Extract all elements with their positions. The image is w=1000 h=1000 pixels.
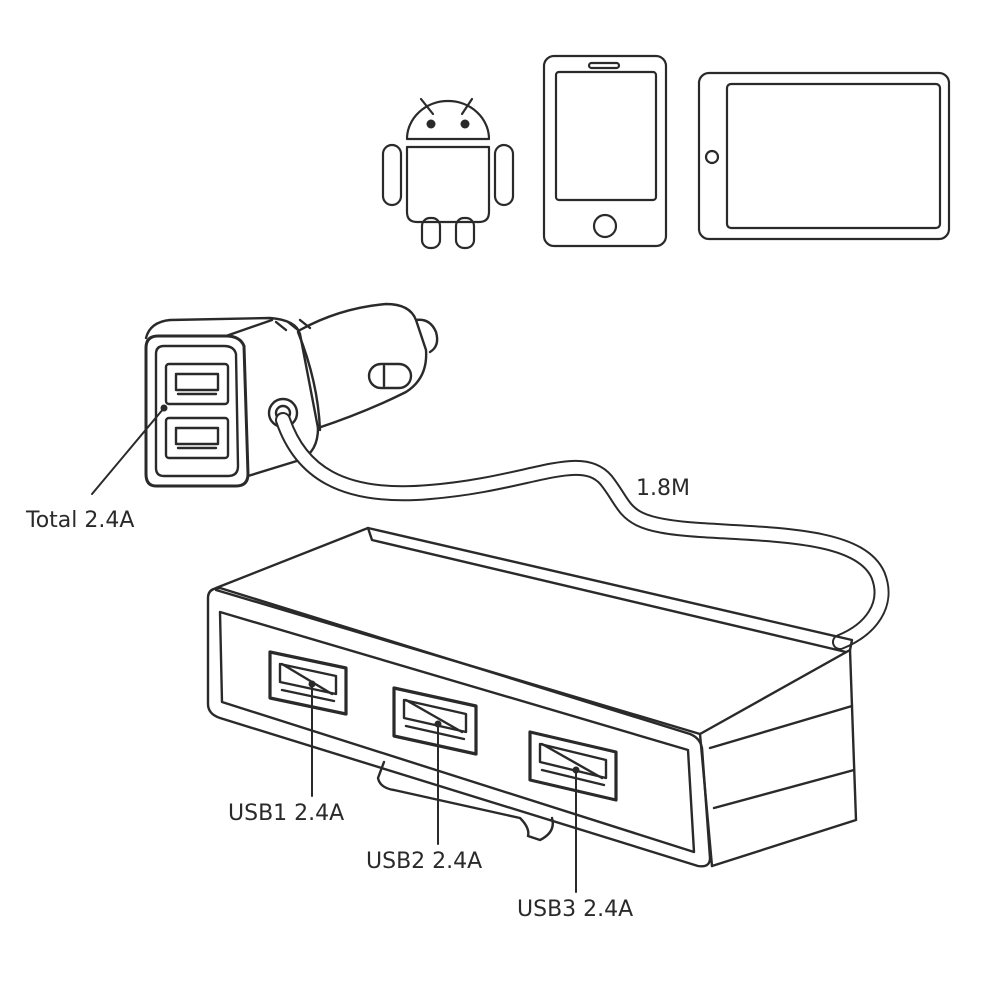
usb3-label: USB3 2.4A bbox=[517, 897, 634, 922]
smartphone-icon bbox=[542, 54, 668, 248]
usb2-port bbox=[392, 686, 478, 756]
usb3-port bbox=[528, 730, 618, 802]
tablet-icon bbox=[697, 71, 951, 241]
usb2-label: USB2 2.4A bbox=[366, 849, 483, 874]
leader-total bbox=[91, 407, 165, 495]
cable bbox=[275, 412, 890, 650]
car-charger-plug bbox=[144, 302, 439, 488]
leader-lines bbox=[91, 404, 580, 893]
usb1-label: USB1 2.4A bbox=[228, 801, 345, 826]
usb-hub bbox=[206, 526, 858, 868]
cable-length-label: 1.8M bbox=[636, 476, 690, 501]
total-output-label: Total 2.4A bbox=[26, 508, 135, 533]
usb1-port bbox=[268, 650, 348, 716]
android-robot-icon bbox=[381, 97, 515, 250]
